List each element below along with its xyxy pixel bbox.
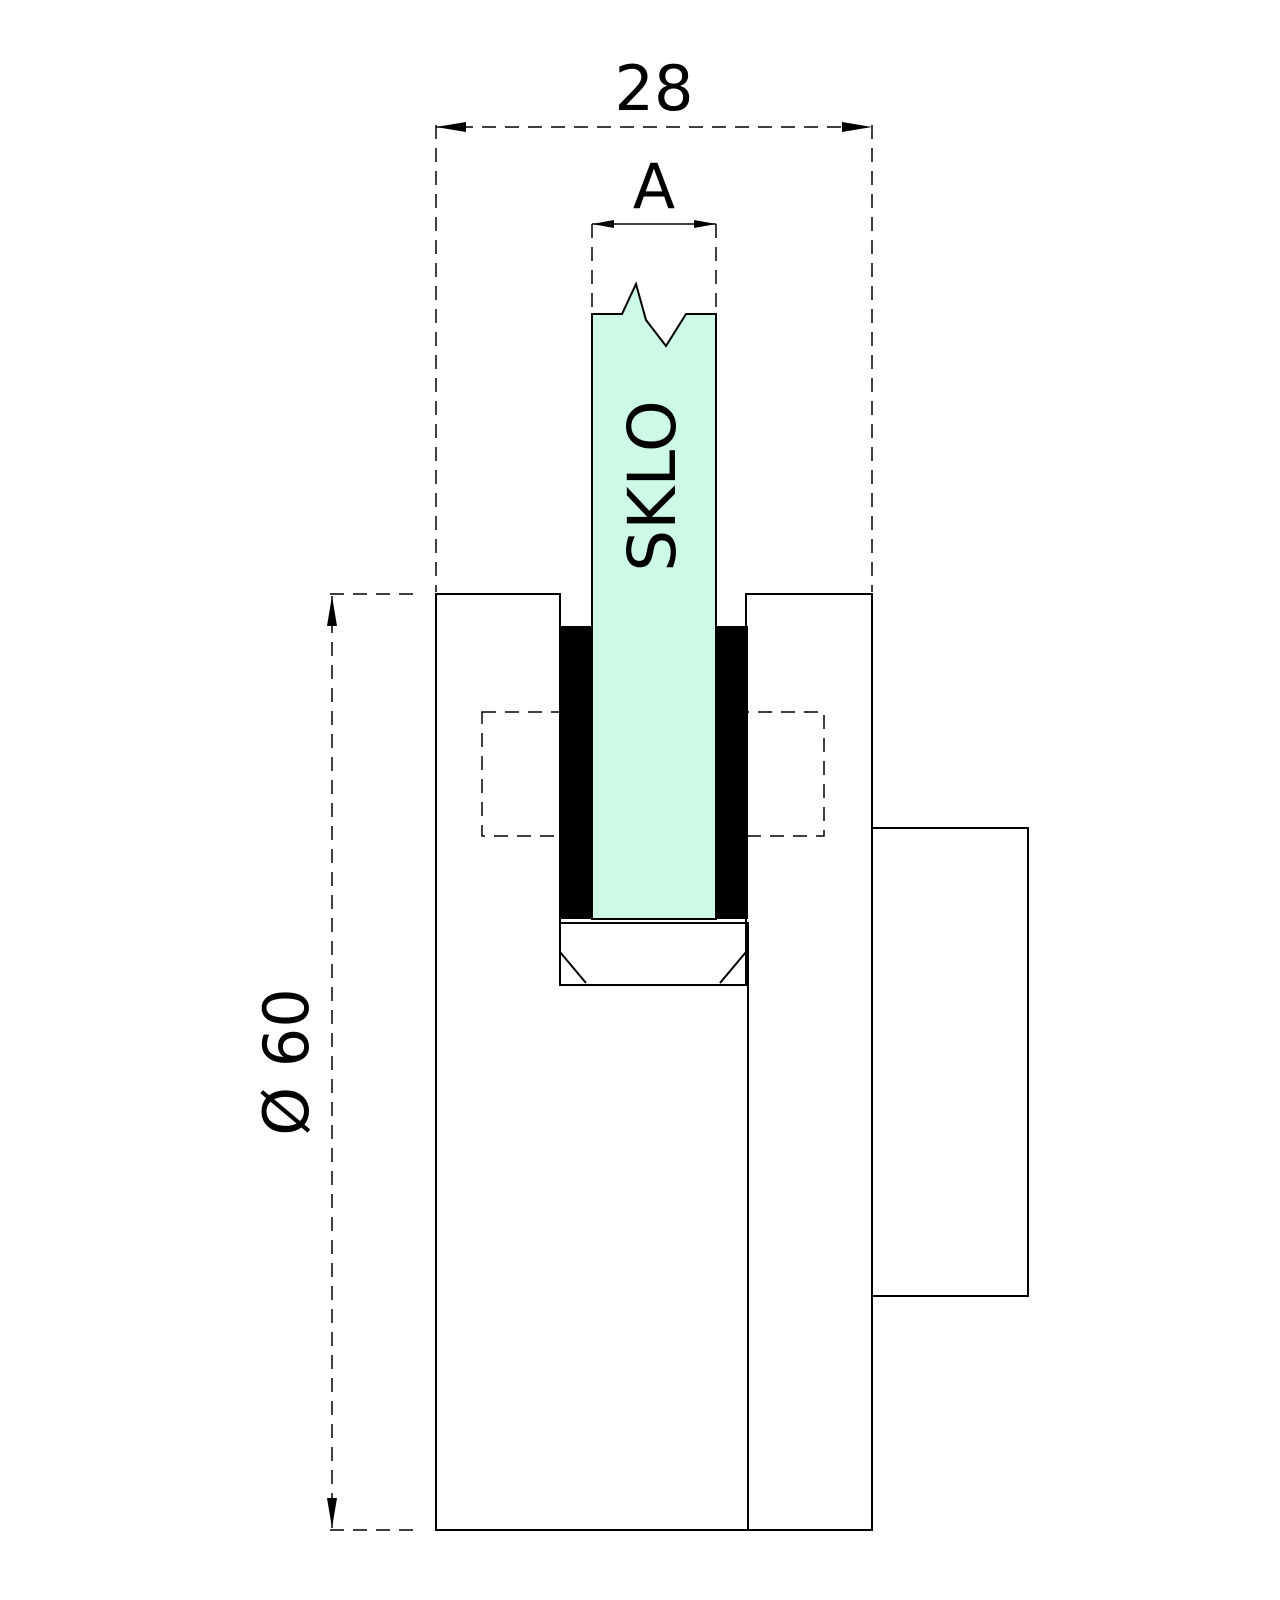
gasket-left [560, 626, 592, 919]
support-block-outline [559, 922, 749, 986]
glass-thickness-value: A [633, 150, 675, 223]
glass-label: SKLO [614, 400, 691, 572]
width-dimension: 28 [435, 52, 873, 592]
glass-panel-shape [591, 281, 717, 920]
support-block-chamfer-left [559, 951, 587, 984]
gasket-right [716, 626, 748, 919]
mounting-plate [871, 827, 1029, 1297]
glass-panel: SKLO [591, 281, 717, 920]
support-block-chamfer-right [719, 951, 747, 984]
glass-thickness-dimension: A [591, 150, 717, 312]
width-dimension-value: 28 [615, 52, 694, 125]
diameter-dimension-value: Ø 60 [250, 988, 323, 1135]
diameter-dimension: Ø 60 [250, 593, 420, 1531]
glass-support-block [559, 922, 749, 986]
